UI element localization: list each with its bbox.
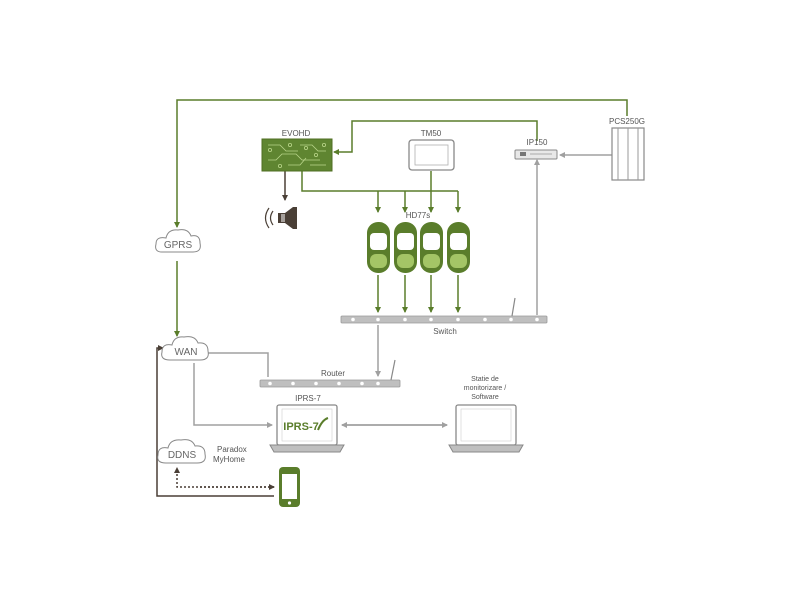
iprs7-label: IPRS-7 — [295, 394, 321, 403]
ddns-label: DDNS — [168, 450, 197, 461]
statie-laptop: Statie de monitorizare / Software — [448, 376, 524, 453]
evohd-panel: EVOHD — [261, 129, 333, 172]
network-router: Router — [259, 359, 401, 388]
wan-label: WAN — [175, 347, 198, 358]
ddns-cloud: DDNS — [157, 439, 206, 464]
gprs-label: GPRS — [164, 240, 193, 251]
statie-label-line3: Software — [471, 394, 499, 401]
iprs7-laptop: IPRS-7 IPRS-7 — [269, 394, 345, 453]
wan-cloud: WAN — [161, 336, 209, 361]
hd77-camera-4 — [447, 222, 470, 273]
iprs7-screen-logo: IPRS-7 — [283, 421, 318, 433]
circuit-board-icon — [267, 142, 326, 168]
tm50-keypad: TM50 — [408, 129, 455, 171]
smartphone-icon — [279, 467, 300, 507]
line-pcs250g-gprs — [174, 99, 628, 228]
connections — [156, 99, 628, 497]
line-router-wan — [202, 350, 269, 377]
ip150-module: IP150 — [514, 138, 558, 160]
switch-label: Switch — [433, 327, 457, 336]
router-label: Router — [321, 369, 345, 378]
evohd-label: EVOHD — [282, 129, 311, 138]
pcs250g-label: PCS250G — [609, 117, 645, 126]
tm50-label: TM50 — [421, 129, 442, 138]
siren-icon — [264, 207, 297, 229]
line-phone-ddns — [174, 467, 274, 488]
hd77-camera-3 — [420, 222, 443, 273]
network-switch: Switch — [340, 297, 548, 336]
statie-label-line1: Statie de — [471, 376, 499, 383]
hd77-camera-1 — [367, 222, 390, 273]
pcs250g-module: PCS250G — [609, 117, 645, 181]
hd77s-label: HD77s — [406, 211, 430, 220]
ip150-label: IP150 — [527, 138, 548, 147]
statie-label-line2: monitorizare / — [464, 385, 506, 392]
paradox-label-line1: Paradox — [217, 445, 247, 454]
hd77-camera-2 — [394, 222, 417, 273]
line-evohd-bus — [301, 171, 458, 192]
gprs-cloud: GPRS — [155, 229, 201, 253]
line-ip150-evohd — [333, 120, 538, 155]
line-phone-wan — [156, 345, 274, 497]
paradox-label-line2: MyHome — [213, 455, 246, 464]
line-wan-iprs7 — [193, 363, 273, 428]
